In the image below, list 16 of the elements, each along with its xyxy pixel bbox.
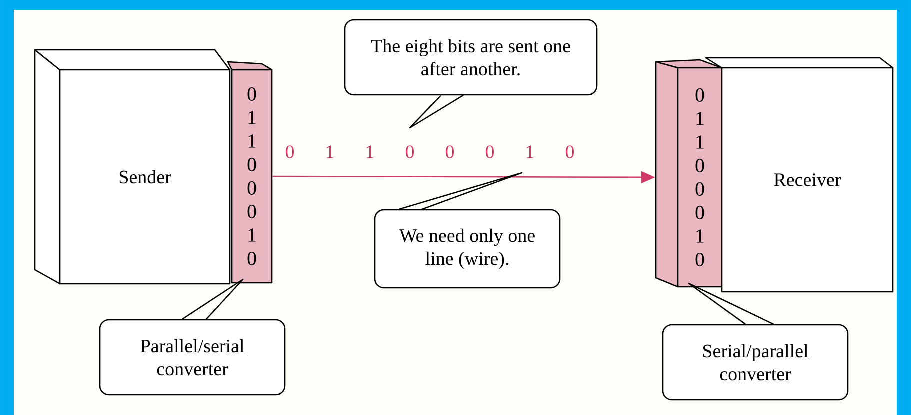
converter-strip: 0 1 1 0 0 0 1 0	[227, 61, 273, 284]
converter-strip: 0 1 1 0 0 0 1 0	[655, 59, 723, 288]
bit-label: 0	[486, 146, 494, 158]
callout-bubble: Serial/parallel converter	[662, 324, 849, 401]
bit-label: 1	[366, 146, 374, 158]
bit-label: 0	[566, 146, 574, 158]
bit-label: 0	[406, 146, 414, 158]
device-box: Sender	[34, 49, 231, 285]
callout-bubble: The eight bits are sent one after another.	[344, 19, 598, 96]
bit-label: 1	[526, 146, 534, 158]
device-box: Receiver	[705, 57, 894, 293]
bit-label: 0	[446, 146, 454, 158]
bit-label: 0	[286, 146, 294, 158]
bit-label: 1	[326, 146, 334, 158]
callout-bubble: We need only one line (wire).	[374, 209, 561, 289]
callout-bubble: Parallel/serial converter	[99, 319, 286, 396]
